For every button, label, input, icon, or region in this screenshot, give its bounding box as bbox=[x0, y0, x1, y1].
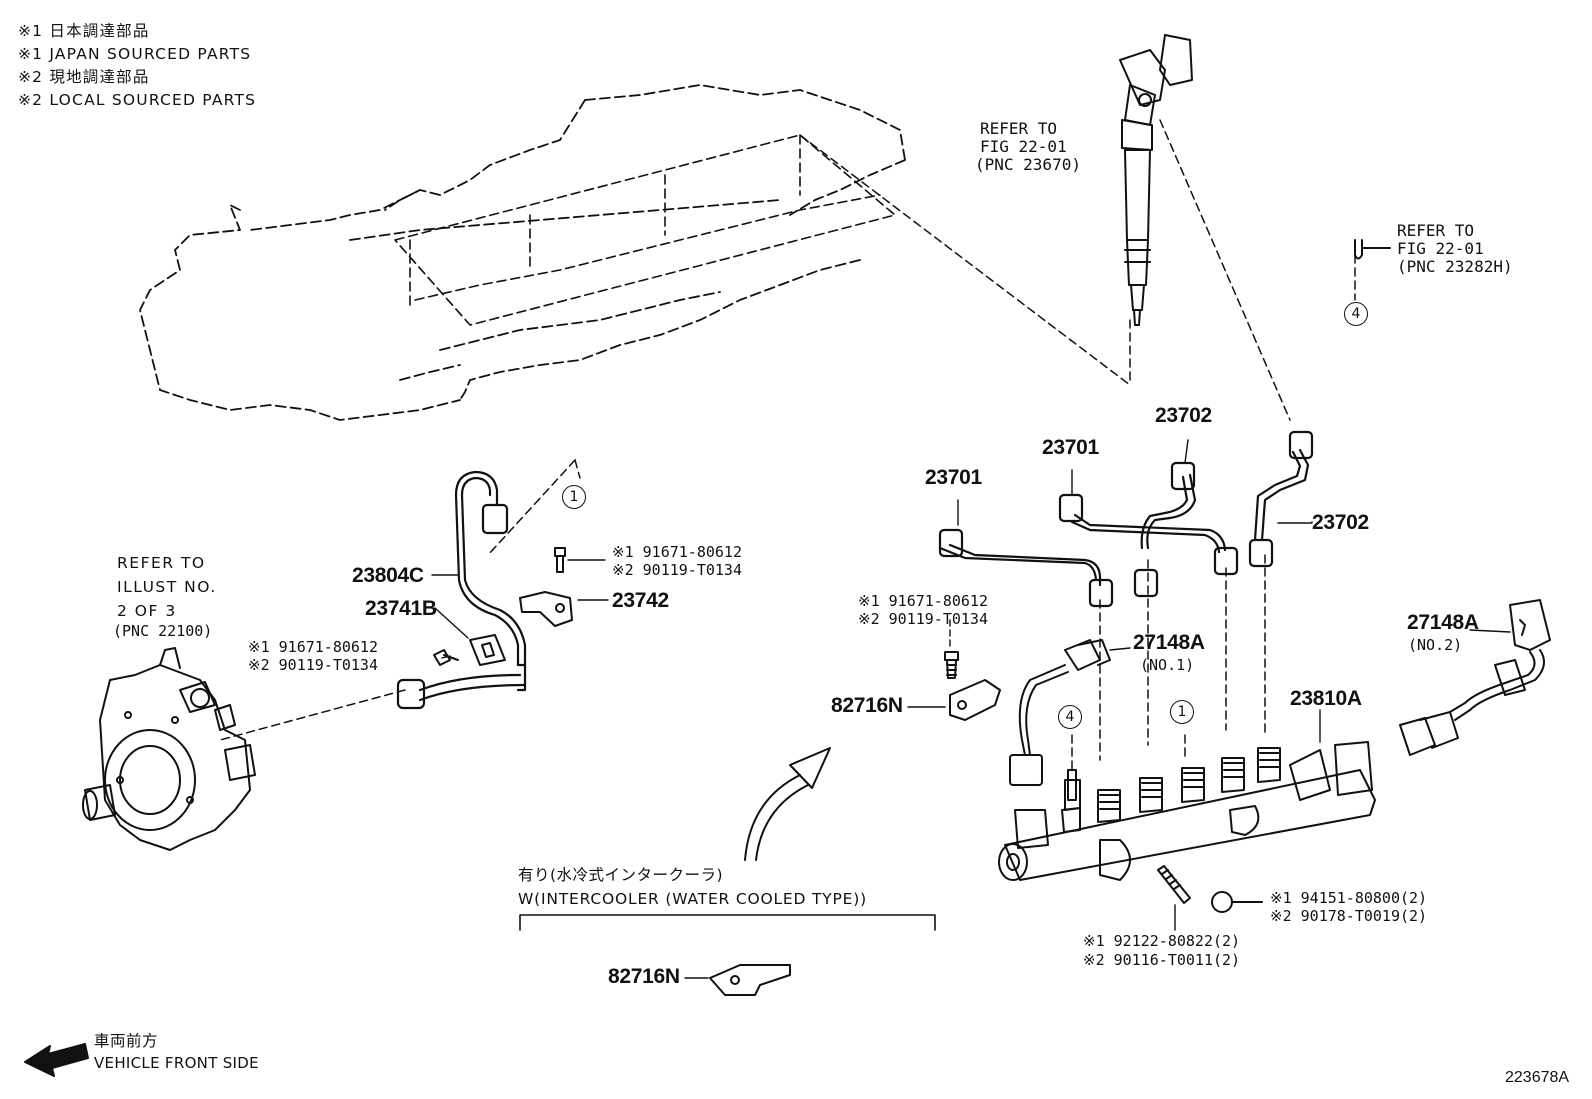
part-27148a-no2: 27148A bbox=[1407, 611, 1479, 634]
injector-ref-line3: (PNC 23670) bbox=[975, 155, 1081, 174]
stud-drawing bbox=[1157, 865, 1191, 904]
nut-drawing bbox=[1211, 891, 1263, 913]
cylinder-head-box bbox=[394, 134, 896, 326]
bolt-23742-line2: ※2 90119-T0134 bbox=[612, 561, 742, 579]
callout-4-top: 4 bbox=[1344, 302, 1368, 326]
pump-ref-line4: (PNC 22100) bbox=[113, 622, 213, 640]
note-1-en: ※1 JAPAN SOURCED PARTS bbox=[18, 45, 252, 63]
fuel-rail-drawing bbox=[998, 741, 1376, 881]
bracket-23742 bbox=[519, 547, 573, 627]
intercooler-bracket bbox=[519, 914, 936, 931]
engine-block-outline bbox=[139, 84, 906, 421]
harness-no1 bbox=[1009, 639, 1131, 786]
part-82716n: 82716N bbox=[831, 694, 903, 717]
part-23804c: 23804C bbox=[352, 564, 424, 587]
part-82716n-lower: 82716N bbox=[608, 965, 680, 988]
harness-no2 bbox=[1399, 599, 1551, 756]
part-23702-b: 23702 bbox=[1312, 511, 1369, 534]
supply-pump-drawing bbox=[82, 647, 256, 851]
pump-ref-line2: ILLUST NO. bbox=[117, 578, 217, 596]
pump-ref-line1: REFER TO bbox=[117, 554, 206, 572]
note-1-jp: ※1 日本調達部品 bbox=[18, 22, 150, 40]
nut-line1: ※1 94151-80800(2) bbox=[1270, 889, 1428, 907]
part-27148a-no2-sub: (NO.2) bbox=[1408, 636, 1463, 654]
part-23701-a: 23701 bbox=[925, 466, 982, 489]
leader-lines bbox=[219, 119, 1356, 771]
stud-line1: ※1 92122-80822(2) bbox=[1083, 932, 1241, 950]
bolt-23741b bbox=[433, 649, 459, 666]
front-arrow-icon bbox=[24, 1043, 89, 1077]
pipe-23804c bbox=[396, 470, 527, 710]
rail-ports bbox=[1061, 747, 1281, 833]
part-leaders bbox=[431, 439, 1511, 979]
bracket-82716n bbox=[944, 619, 1001, 721]
clamp-ref-line3: (PNC 23282H) bbox=[1397, 257, 1513, 276]
bolt-23742-line1: ※1 91671-80612 bbox=[612, 543, 742, 561]
injector-ref-line2: FIG 22-01 bbox=[980, 137, 1067, 156]
part-27148a-no1-sub: (NO.1) bbox=[1140, 656, 1195, 674]
callout-4-rail: 4 bbox=[1058, 705, 1082, 729]
bolt-23741b-line2: ※2 90119-T0134 bbox=[248, 656, 378, 674]
bolt-23741b-line1: ※1 91671-80612 bbox=[248, 638, 378, 656]
bracket-82716n-lower bbox=[709, 964, 791, 996]
stud-line2: ※2 90116-T0011(2) bbox=[1083, 951, 1241, 969]
figure-id: 223678A bbox=[1505, 1069, 1570, 1086]
injection-pipes bbox=[938, 430, 1314, 608]
part-23810a: 23810A bbox=[1290, 687, 1362, 710]
intercooler-en: W(INTERCOOLER (WATER COOLED TYPE)) bbox=[518, 890, 867, 908]
part-23701-b: 23701 bbox=[1042, 436, 1099, 459]
note-2-en: ※2 LOCAL SOURCED PARTS bbox=[18, 91, 257, 109]
injector-drawing bbox=[1119, 34, 1193, 326]
part-23742: 23742 bbox=[612, 589, 669, 612]
part-23702-a: 23702 bbox=[1155, 404, 1212, 427]
nut-line2: ※2 90178-T0019(2) bbox=[1270, 907, 1428, 925]
intercooler-jp: 有り(水冷式インタークーラ) bbox=[518, 866, 724, 884]
part-27148a-no1: 27148A bbox=[1133, 631, 1205, 654]
clamp-ref-line2: FIG 22-01 bbox=[1397, 239, 1484, 258]
callout-1-rail: 1 bbox=[1170, 700, 1194, 724]
clamp-symbol bbox=[1354, 239, 1391, 260]
pump-ref-line3: 2 OF 3 bbox=[117, 602, 177, 620]
front-label-jp: 車両前方 bbox=[94, 1032, 159, 1050]
injector-ref-line1: REFER TO bbox=[980, 119, 1058, 138]
bolt-82716n-line2: ※2 90119-T0134 bbox=[858, 610, 988, 628]
clamp-ref-line1: REFER TO bbox=[1397, 221, 1475, 240]
note-2-jp: ※2 現地調達部品 bbox=[18, 68, 150, 86]
part-23741b: 23741B bbox=[365, 597, 437, 620]
callout-1-left: 1 bbox=[562, 485, 586, 509]
front-label-en: VEHICLE FRONT SIDE bbox=[94, 1054, 259, 1072]
direction-arrow bbox=[744, 747, 831, 861]
clamp-23741b bbox=[469, 634, 506, 666]
bolt-82716n-line1: ※1 91671-80612 bbox=[858, 592, 988, 610]
